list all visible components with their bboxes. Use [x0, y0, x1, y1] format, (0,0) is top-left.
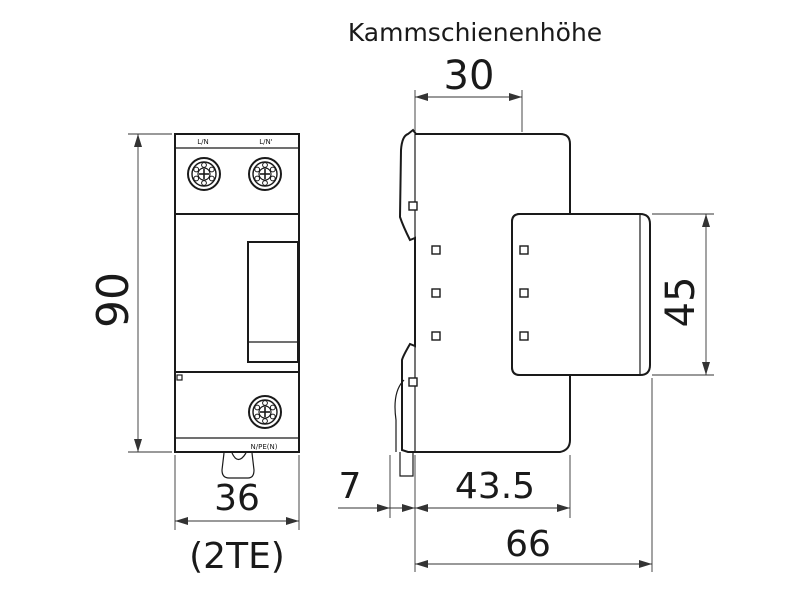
terminal-label-top-left: L/N — [197, 138, 209, 146]
front-view: L/N L/N' N/PE(N) — [174, 133, 300, 479]
height-dimension-label: 90 — [88, 272, 139, 328]
width-dimension-label: 36 — [214, 478, 260, 519]
module-dimension-label: 45 — [658, 277, 704, 328]
din-clip — [221, 452, 255, 479]
dimension-busbar-30: 30 — [414, 53, 523, 132]
side-view — [394, 128, 651, 477]
terminal-screw-icon — [248, 395, 282, 429]
dimension-width-36: 36 (2TE) — [174, 455, 300, 577]
terminal-screw-icon — [187, 157, 221, 191]
busbar-dimension-label: 30 — [444, 53, 495, 99]
total-depth-label: 66 — [505, 524, 551, 565]
dimension-height-90: 90 — [88, 133, 172, 453]
terminal-label-bottom: N/PE(N) — [251, 443, 278, 451]
terminal-screw-icon — [248, 157, 282, 191]
module-window — [247, 241, 299, 363]
rail-offset-label: 7 — [339, 466, 362, 507]
dimension-depth: 7 43.5 66 — [338, 378, 653, 572]
front-depth-label: 43.5 — [455, 466, 535, 507]
plug-in-module — [511, 213, 651, 376]
terminal-label-top-right: L/N' — [259, 138, 272, 146]
dimension-module-45: 45 — [652, 213, 714, 376]
width-units-label: (2TE) — [189, 536, 285, 577]
busbar-height-title: Kammschienenhöhe — [348, 18, 602, 47]
